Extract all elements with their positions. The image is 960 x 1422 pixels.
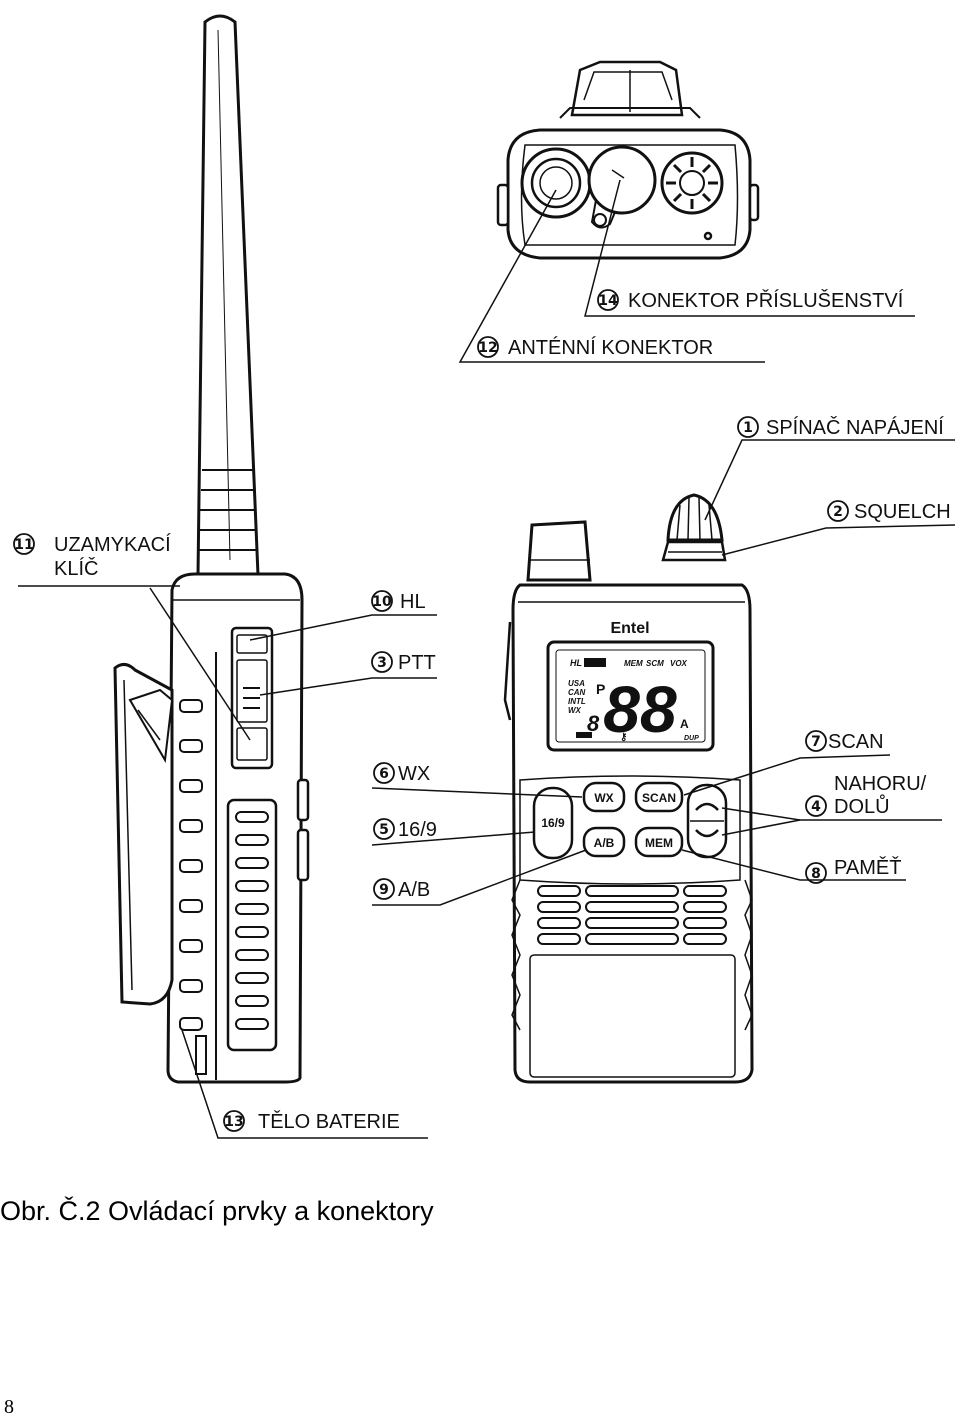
callout-label: SQUELCH — [854, 501, 951, 523]
lcd-indicator-hl: HL — [570, 658, 582, 668]
callout-number: 13 — [224, 1114, 243, 1130]
radio-front-view — [503, 493, 754, 1084]
leader-antenna — [458, 189, 765, 363]
leader-lines — [18, 179, 956, 1139]
leader-ptt — [259, 677, 437, 696]
callout-label-line1: UZAMYKACÍ — [54, 533, 171, 556]
leader-memory — [681, 849, 906, 881]
callout-label: SCAN — [828, 731, 884, 753]
callout-hl: 10 HL — [371, 590, 426, 613]
callout-number: 10 — [372, 594, 392, 610]
lcd-indicator-mem: MEM — [624, 659, 643, 668]
lcd-region-usa: USA — [568, 679, 585, 688]
callout-label: ANTÉNNÍ KONEKTOR — [508, 336, 713, 359]
leader-wx — [371, 787, 583, 798]
leader-updown-b — [721, 819, 801, 836]
callout-lock: 11 UZAMYKACÍ KLÍČ — [13, 533, 171, 580]
radio-controls-diagram: Entel HL MEM SCM VOX USA CAN INTL WX P 8… — [13, 14, 956, 1139]
lcd-region-intl: INTL — [568, 697, 586, 706]
lcd-indicator-scm: SCM — [646, 659, 664, 668]
callout-label: PAMĚŤ — [834, 856, 901, 879]
leader-accessory — [584, 179, 915, 317]
radio-side-view — [113, 14, 310, 1084]
callout-label: HL — [400, 591, 426, 613]
leader-squelch — [721, 524, 956, 556]
leader-ch169 — [371, 831, 536, 846]
callout-label: KONEKTOR PŘÍSLUŠENSTVÍ — [628, 289, 904, 312]
callout-number: 7 — [811, 734, 821, 750]
leader-scan — [683, 754, 891, 796]
radio-brand: Entel — [610, 620, 649, 637]
callout-scan: 7 SCAN — [805, 730, 884, 753]
callout-number: 5 — [379, 822, 389, 838]
lcd-region-can: CAN — [568, 688, 586, 697]
callout-number: 8 — [811, 866, 821, 882]
wx-button-label: WX — [594, 791, 613, 805]
radio-front-text: Entel HL MEM SCM VOX USA CAN INTL WX P 8… — [541, 620, 699, 850]
callout-battery: 13 TĚLO BATERIE — [223, 1110, 400, 1133]
lcd-p-mark: P — [596, 681, 605, 697]
callout-ptt: 3 PTT — [371, 651, 436, 674]
callout-number: 9 — [379, 882, 389, 898]
leader-lock-tip — [149, 587, 251, 741]
callout-number: 14 — [598, 293, 618, 309]
callout-squelch: 2 SQUELCH — [827, 500, 951, 523]
scan-button-label: SCAN — [642, 791, 676, 805]
callout-number: 6 — [379, 766, 389, 782]
figure-caption: Obr. Č.2 Ovládací prvky a konektory — [0, 1196, 434, 1226]
callout-power: 1 SPÍNAČ NAPÁJENÍ — [737, 416, 944, 439]
callout-number: 4 — [811, 799, 821, 815]
callout-number: 1 — [743, 420, 753, 436]
callout-label: A/B — [398, 879, 430, 901]
callout-antenna: 12 ANTÉNNÍ KONEKTOR — [477, 336, 713, 359]
mem-button-label: MEM — [645, 836, 673, 850]
lcd-dup: DUP — [684, 735, 699, 742]
callout-memory: 8 PAMĚŤ — [805, 856, 901, 884]
ab-button-label: A/B — [594, 836, 615, 850]
callout-label: PTT — [398, 652, 436, 674]
callout-number: 11 — [14, 537, 33, 553]
callout-accessory: 14 KONEKTOR PŘÍSLUŠENSTVÍ — [597, 289, 904, 312]
leader-battery — [181, 1029, 428, 1139]
callout-number: 2 — [833, 504, 843, 520]
lcd-small-digit: 8 — [587, 711, 600, 736]
leader-ab — [372, 849, 587, 906]
callout-number: 12 — [478, 340, 497, 356]
lcd-indicator-vox: VOX — [670, 659, 688, 668]
radio-top-view — [496, 60, 760, 260]
callout-label-line2: DOLŮ — [834, 794, 890, 818]
leader-updown-a — [721, 807, 942, 821]
callout-label: TĚLO BATERIE — [258, 1110, 400, 1133]
page-number: 8 — [4, 1396, 14, 1418]
callout-label: WX — [398, 763, 430, 785]
callout-number: 3 — [377, 655, 387, 671]
leader-hl — [249, 614, 437, 641]
lcd-a-mark: A — [680, 717, 689, 731]
lcd-key-icon: ⚷ — [620, 732, 627, 743]
callout-ch169: 5 16/9 — [373, 818, 437, 841]
lcd-digits: 88 — [603, 672, 677, 746]
callout-updown: NAHORU/ 4 DOLŮ — [805, 773, 927, 818]
leader-power — [704, 439, 955, 521]
ch169-button-label: 16/9 — [541, 816, 565, 830]
callout-label-line2: KLÍČ — [54, 557, 98, 580]
callout-ab: 9 A/B — [373, 878, 430, 901]
callout-label-line1: NAHORU/ — [834, 773, 927, 795]
callout-wx: 6 WX — [373, 762, 430, 785]
callout-label: 16/9 — [398, 819, 437, 841]
lcd-region-wx: WX — [568, 706, 582, 715]
callout-label: SPÍNAČ NAPÁJENÍ — [766, 416, 944, 439]
